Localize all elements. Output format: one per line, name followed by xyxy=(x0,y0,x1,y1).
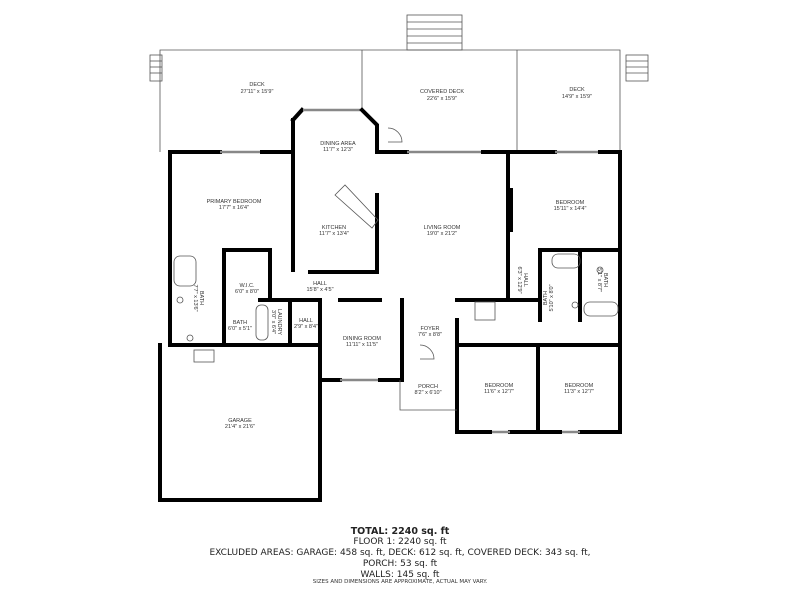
room-size: 5'10" x 8'0" xyxy=(549,284,555,311)
room-name: BEDROOM xyxy=(485,383,514,389)
room-name: HALL xyxy=(299,318,313,324)
room-size: 6'0" x 8'0" xyxy=(235,289,259,295)
floor1-area: FLOOR 1: 2240 sq. ft xyxy=(353,537,447,547)
walls xyxy=(158,107,622,502)
room-size: 11'7" x 12'3" xyxy=(323,147,353,153)
room-hall-main: HALL 15'8" x 4'5" xyxy=(306,281,333,293)
room-porch: PORCH 8'2" x 6'10" xyxy=(414,384,441,396)
room-bath-primary: BATH 7'7" x 13'6" xyxy=(192,284,204,311)
excluded-areas: EXCLUDED AREAS: GARAGE: 458 sq. ft, DECK… xyxy=(209,548,591,558)
room-garage: GARAGE 21'4" x 21'6" xyxy=(225,418,255,430)
room-foyer: FOYER 7'6" x 8'8" xyxy=(418,326,442,338)
room-size: 5'1" x 8'7" xyxy=(596,268,602,292)
room-hall-small: HALL 2'9" x 8'4" xyxy=(294,318,318,330)
room-size: 11'6" x 12'7" xyxy=(484,389,514,395)
room-hall-east: HALL 6'3" x 12'9" xyxy=(516,266,528,293)
room-name: PORCH xyxy=(418,384,438,390)
room-size: 19'0" x 21'2" xyxy=(427,231,457,237)
room-name: COVERED DECK xyxy=(420,89,464,95)
room-name: KITCHEN xyxy=(322,225,346,231)
room-bath-small: BATH 6'0" x 5'1" xyxy=(228,320,252,332)
kitchen-island xyxy=(334,184,379,229)
room-name: DINING ROOM xyxy=(343,336,381,342)
room-size: 11'11" x 11'5" xyxy=(346,342,378,348)
room-name: DINING AREA xyxy=(320,141,356,147)
room-name: DECK xyxy=(249,82,265,88)
stairs-right xyxy=(625,54,649,82)
room-name: BEDROOM xyxy=(556,200,585,206)
room-size: 6'0" x 5'1" xyxy=(228,326,252,332)
room-primary-bedroom: PRIMARY BEDROOM 17'7" x 16'4" xyxy=(207,199,262,211)
deck-outline xyxy=(159,49,621,152)
room-size: 15'11" x 14'4" xyxy=(554,206,587,212)
room-kitchen: KITCHEN 11'7" x 13'4" xyxy=(319,225,349,237)
room-size: 14'9" x 15'9" xyxy=(562,94,592,100)
room-bedroom-s1: BEDROOM 11'6" x 12'7" xyxy=(484,383,514,395)
room-name: W.I.C. xyxy=(240,283,255,289)
room-size: 17'7" x 16'4" xyxy=(219,205,249,211)
room-bedroom-s2: BEDROOM 11'3" x 12'7" xyxy=(564,383,594,395)
room-dining-area: DINING AREA 11'7" x 12'3" xyxy=(320,141,356,153)
room-bath-east2: BATH 5'1" x 8'7" xyxy=(596,268,608,292)
room-size: 7'7" x 13'6" xyxy=(192,284,198,311)
room-name: BEDROOM xyxy=(565,383,594,389)
room-wic: W.I.C. 6'0" x 8'0" xyxy=(235,283,259,295)
room-size: 2'9" x 8'4" xyxy=(294,324,318,330)
room-covered-deck: COVERED DECK 22'6" x 15'9" xyxy=(420,89,464,102)
room-bedroom-ne: BEDROOM 15'11" x 14'4" xyxy=(554,200,587,212)
room-name: BATH xyxy=(198,291,204,305)
porch-outline xyxy=(399,380,457,411)
area-summary: TOTAL: 2240 sq. ft FLOOR 1: 2240 sq. ft … xyxy=(0,526,800,581)
walls-area: WALLS: 145 sq. ft xyxy=(360,570,440,580)
room-size: 11'3" x 12'7" xyxy=(564,389,594,395)
total-area: TOTAL: 2240 sq. ft xyxy=(350,526,450,537)
room-size: 6'3" x 12'9" xyxy=(516,266,522,293)
room-name: LAUNDRY xyxy=(276,309,282,336)
disclaimer: SIZES AND DIMENSIONS ARE APPROXIMATE, AC… xyxy=(312,579,488,585)
room-name: DECK xyxy=(569,87,585,93)
room-name: HALL xyxy=(522,273,528,287)
room-name: PRIMARY BEDROOM xyxy=(207,199,262,205)
porch-area: PORCH: 53 sq. ft xyxy=(362,559,438,569)
room-size: 22'6" x 15'9" xyxy=(427,96,457,102)
room-size: 27'11" x 15'9" xyxy=(241,89,274,95)
room-size: 7'6" x 8'8" xyxy=(418,332,442,338)
room-dining-room: DINING ROOM 11'11" x 11'5" xyxy=(343,336,381,348)
room-size: 3'0" x 6'4" xyxy=(270,310,276,334)
room-name: BATH xyxy=(233,320,247,326)
room-deck-right: DECK 14'9" x 15'9" xyxy=(562,87,592,100)
room-bath-east1: BATH 5'10" x 8'0" xyxy=(543,284,555,311)
room-name: BATH xyxy=(543,291,549,305)
room-size: 21'4" x 21'6" xyxy=(225,424,255,430)
room-name: GARAGE xyxy=(228,418,252,424)
room-name: BATH xyxy=(602,273,608,287)
room-laundry: LAUNDRY 3'0" x 6'4" xyxy=(270,309,282,336)
room-name: HALL xyxy=(313,281,327,287)
room-size: 11'7" x 13'4" xyxy=(319,231,349,237)
room-name: LIVING ROOM xyxy=(424,225,461,231)
room-size: 15'8" x 4'5" xyxy=(306,287,333,293)
fixtures xyxy=(173,127,619,363)
room-name: FOYER xyxy=(421,326,440,332)
room-living-room: LIVING ROOM 19'0" x 21'2" xyxy=(424,225,461,237)
room-deck-left: DECK 27'11" x 15'9" xyxy=(241,82,274,95)
stairs-top xyxy=(406,14,463,51)
room-size: 8'2" x 6'10" xyxy=(414,390,441,396)
